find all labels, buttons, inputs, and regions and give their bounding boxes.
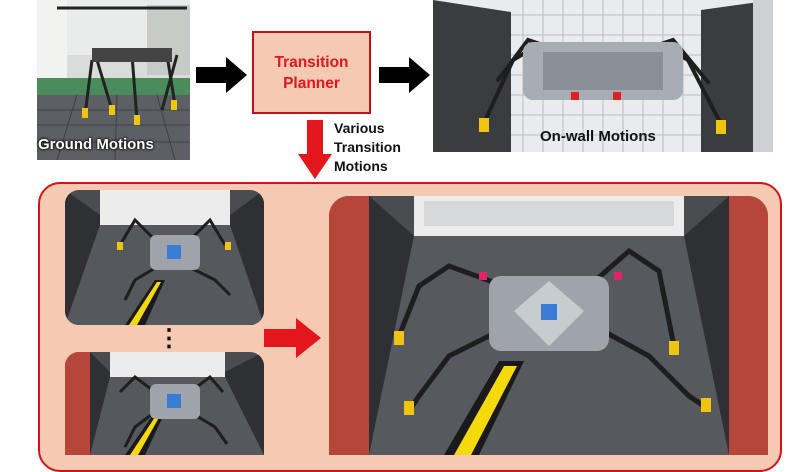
transition-photo-1 [65,190,264,325]
arrow-right-icon [264,318,321,358]
various-transition-motions-label: Various Transition Motions [334,119,401,176]
transition-photo-large [329,196,768,455]
on-wall-motions-caption: On-wall Motions [540,128,656,145]
arrow-down-icon [298,120,332,179]
transition-photo-2 [65,352,264,455]
planner-line-2: Planner [283,74,340,92]
ground-motions-caption: Ground Motions [38,136,154,153]
arrow-right-icon [379,57,430,93]
planner-line-1: Transition [274,53,349,71]
various-line-3: Motions [334,158,388,174]
various-line-2: Transition [334,139,401,155]
various-line-1: Various [334,120,385,136]
on-wall-motions-photo [433,0,773,152]
ground-motions-photo [37,0,190,160]
ellipsis-dots: ⋮ [157,325,181,352]
transition-planner-box: Transition Planner [252,31,371,114]
arrow-right-icon [196,57,247,93]
